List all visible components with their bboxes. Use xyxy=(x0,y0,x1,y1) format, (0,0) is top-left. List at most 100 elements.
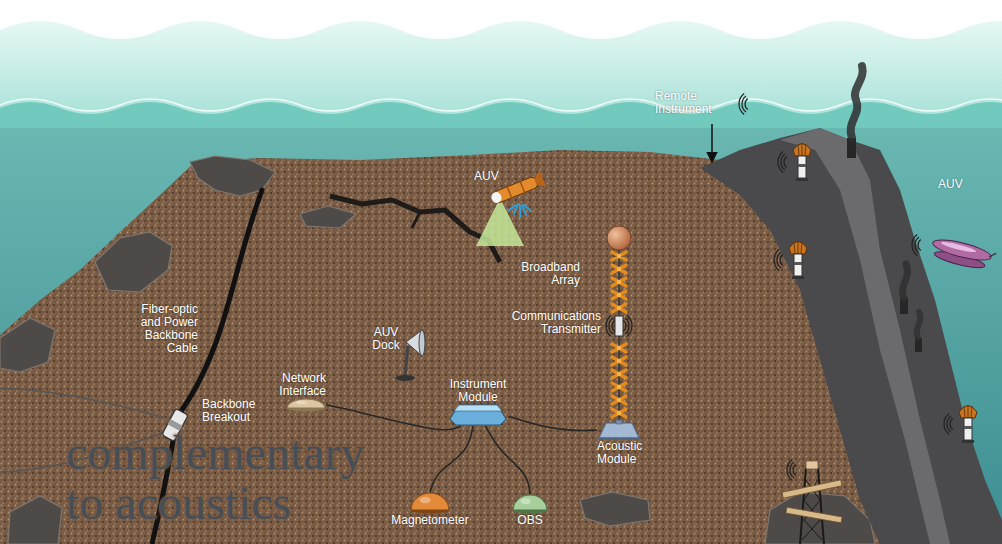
array-element xyxy=(612,383,626,391)
array-element xyxy=(612,278,626,286)
tower-leg xyxy=(818,468,824,544)
icon-shape xyxy=(411,493,449,514)
transmitter-label: Communications Transmitter xyxy=(503,310,601,336)
wave-highlight xyxy=(0,99,1002,111)
icon-shape xyxy=(598,420,640,439)
node-label: Acoustic Module xyxy=(597,440,649,466)
sensor-node: OBS xyxy=(510,494,550,527)
sensor-tower xyxy=(782,460,842,544)
smoke-plume xyxy=(851,66,863,138)
dome-shine xyxy=(296,401,307,405)
array-element xyxy=(612,252,626,260)
node-icon xyxy=(270,398,326,412)
black-smokers xyxy=(847,66,922,352)
acoustic-node: Acoustic Module xyxy=(597,420,649,466)
array-element xyxy=(612,344,626,352)
auv-dock xyxy=(395,330,425,381)
icon-shape xyxy=(450,405,506,425)
tower-bar xyxy=(786,507,842,523)
rock xyxy=(0,318,55,372)
sonar-waves xyxy=(787,460,796,481)
smoke-plume xyxy=(917,312,921,338)
pod-knob xyxy=(616,420,622,424)
rocks xyxy=(0,156,875,544)
icon-shape xyxy=(513,495,547,514)
module-top xyxy=(454,405,502,411)
module-node: Instrument Module xyxy=(447,378,509,426)
pointer-arrow xyxy=(711,124,713,162)
seafloor-crack xyxy=(330,196,500,262)
water-body xyxy=(0,100,1002,544)
cable-line xyxy=(509,416,597,430)
breakout-label: Backbone Breakout xyxy=(202,398,264,424)
array-element xyxy=(612,304,626,312)
dock-dish-rim xyxy=(419,330,425,356)
ridge-highlight xyxy=(780,128,950,544)
seafloor-crack xyxy=(412,212,420,228)
sonar-waves xyxy=(912,235,921,256)
auv-antenna xyxy=(989,252,996,258)
float-buoy xyxy=(607,226,631,250)
array-element xyxy=(612,357,626,365)
dome-body xyxy=(513,495,547,510)
node-label: OBS xyxy=(510,514,550,527)
mooring xyxy=(606,226,632,422)
dome-shine xyxy=(420,497,431,503)
remote-instrument xyxy=(944,405,977,443)
dock-label: AUV Dock xyxy=(366,326,406,352)
cable-label: Fiber-optic and Power Backbone Cable xyxy=(134,303,198,355)
array-element xyxy=(612,409,626,417)
tower-head xyxy=(806,461,818,469)
vehicle-label: AUV xyxy=(938,178,968,191)
overlay-note: complementary to acoustics xyxy=(66,428,386,528)
rock xyxy=(8,496,62,544)
shore-cable xyxy=(0,388,165,418)
sonar-waves xyxy=(739,94,748,115)
remote-instrument xyxy=(774,241,807,279)
module-body xyxy=(450,405,506,425)
auv-nose xyxy=(490,191,503,205)
dock-base xyxy=(395,375,415,381)
sonar-burst xyxy=(508,204,531,217)
node-icon xyxy=(447,404,509,426)
array-element xyxy=(612,396,626,404)
sensor-node: Magnetometer xyxy=(385,492,475,527)
volcanic-ridge xyxy=(700,128,1002,544)
interface-node: Network Interface xyxy=(270,372,326,412)
tower-leg xyxy=(800,468,806,544)
pod-body xyxy=(599,423,639,438)
smoke-plume xyxy=(902,264,907,298)
node-label: Magnetometer xyxy=(385,514,475,527)
vehicle-label: AUV xyxy=(474,170,504,183)
dome-body xyxy=(287,399,325,408)
array-element xyxy=(612,265,626,273)
array-element xyxy=(612,291,626,299)
icon-shape xyxy=(287,399,325,412)
rock xyxy=(300,206,356,228)
sonar-waves xyxy=(606,316,615,337)
auv-hull xyxy=(931,236,993,264)
dock-mast xyxy=(405,346,408,377)
node-label: Network Interface xyxy=(270,372,326,398)
dome-body xyxy=(411,493,449,510)
auv-stripes xyxy=(507,181,524,197)
auv-shine xyxy=(941,240,977,254)
cable-line xyxy=(326,405,461,430)
instrument-label: Remote Instrument xyxy=(655,90,737,116)
rock xyxy=(95,232,172,292)
node-icon xyxy=(385,492,475,514)
array-element xyxy=(612,370,626,378)
node-icon xyxy=(510,494,550,514)
cable-line xyxy=(430,426,473,492)
dome-shine xyxy=(521,498,531,504)
array-label: Broadband Array xyxy=(508,261,580,287)
rock xyxy=(580,492,650,526)
remote-instrument xyxy=(778,143,811,181)
cable-line xyxy=(485,426,530,494)
sonar-waves xyxy=(623,316,632,337)
auv-tail xyxy=(532,170,546,190)
node-icon xyxy=(597,420,649,440)
transmitter-body xyxy=(615,316,623,336)
